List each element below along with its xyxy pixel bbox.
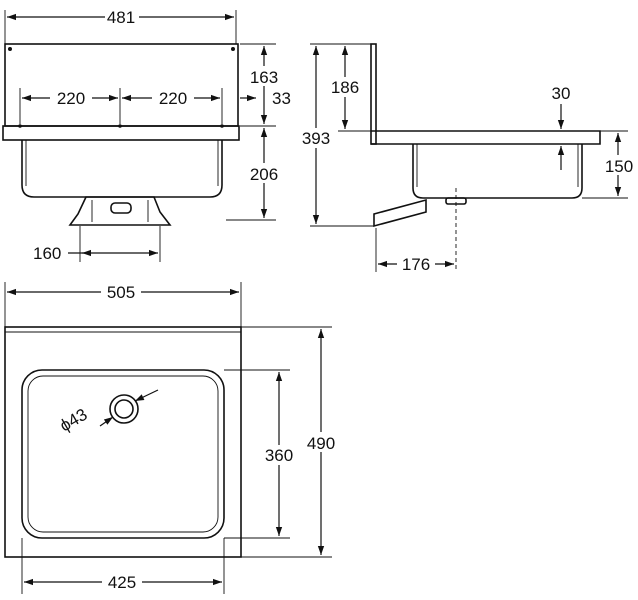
dim-label-481: 481 [107, 8, 135, 27]
front-drain [110, 202, 132, 214]
top-drain-inner [114, 399, 134, 419]
dim-label-150: 150 [605, 157, 633, 176]
side-view: 186 393 30 150 176 [297, 43, 636, 274]
side-bowl [412, 144, 583, 199]
dim-label-33: 33 [272, 89, 291, 108]
mount-hole-top-right [231, 47, 235, 51]
front-bowl [21, 140, 223, 198]
front-view: 481 220 220 163 33 206 160 [2, 6, 291, 263]
front-bracket [68, 196, 172, 226]
dim-label-360: 360 [265, 446, 293, 465]
dim-line-drain [99, 416, 114, 427]
dim-label-206: 206 [250, 165, 278, 184]
top-bowl-inner [27, 375, 219, 533]
mount-hole-right [220, 124, 224, 128]
mount-hole-top-left [8, 47, 12, 51]
side-rim [371, 130, 601, 145]
dim-label-163: 163 [250, 68, 278, 87]
dim-label-30: 30 [552, 84, 571, 103]
dim-label-186: 186 [331, 78, 359, 97]
top-bowl-outer [21, 369, 225, 539]
front-shelf [2, 125, 240, 141]
top-outer-plate [4, 326, 242, 558]
dim-label-220-left: 220 [57, 89, 85, 108]
front-upstand-panel [4, 43, 239, 127]
dim-label-425: 425 [108, 573, 136, 592]
dim-label-505: 505 [107, 283, 135, 302]
top-drain-outer [109, 394, 139, 424]
top-view: ϕ43 505 490 360 425 [4, 282, 340, 594]
side-upstand [370, 43, 377, 145]
mount-hole-left [18, 124, 22, 128]
dim-label-490: 490 [307, 434, 335, 453]
dim-label-drain: ϕ43 [57, 405, 91, 436]
dim-label-176: 176 [402, 255, 430, 274]
dim-label-160: 160 [33, 244, 61, 263]
dim-label-393: 393 [302, 129, 330, 148]
dim-label-220-right: 220 [159, 89, 187, 108]
mount-hole-center [118, 124, 122, 128]
side-bracket [373, 198, 427, 228]
